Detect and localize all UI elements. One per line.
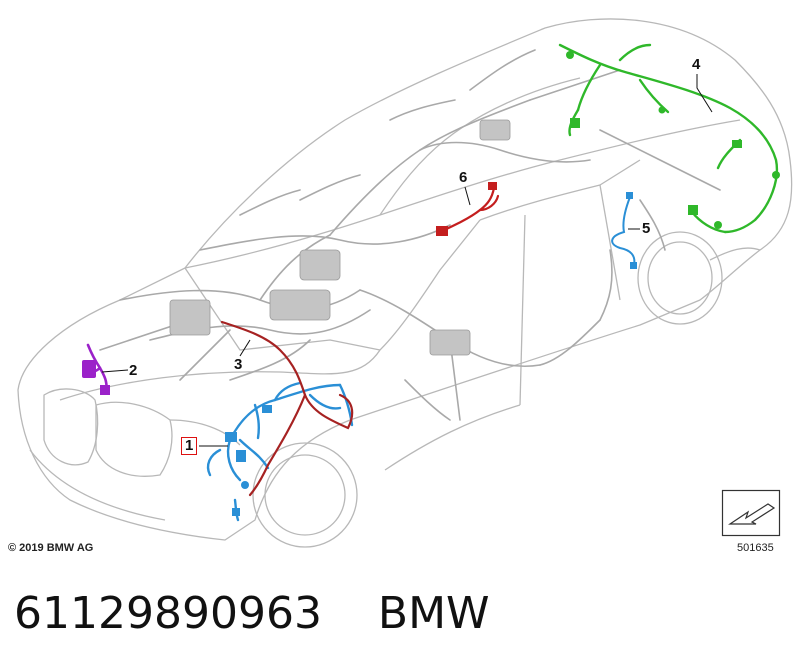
- front-wheel: [252, 442, 358, 548]
- grey-harness-network: [99, 49, 721, 421]
- harness-5-connectors: [626, 192, 637, 269]
- harness-4-green: [558, 43, 779, 234]
- harness-5-rear-blue: [611, 196, 636, 266]
- rear-wheel: [637, 231, 723, 325]
- brand-name: BMW: [377, 588, 490, 639]
- harness-3-dark-red: [220, 320, 354, 497]
- callout-5: 5: [642, 220, 651, 237]
- harness-6-connectors: [436, 182, 497, 236]
- harness-2-connectors: [82, 360, 110, 395]
- part-number: 61129890963: [14, 588, 322, 639]
- wiring-harness-diagram: [17, 18, 793, 548]
- callout-1: 1: [181, 437, 198, 455]
- diagram-reference-number: 501635: [737, 542, 774, 554]
- grey-harness-clusters: [169, 119, 511, 356]
- callout-2: 2: [129, 362, 138, 379]
- part-caption: 61129890963 BMW: [14, 588, 490, 639]
- copyright-notice: © 2019 BMW AG: [8, 542, 94, 554]
- harness-4-connectors: [566, 51, 780, 229]
- harness-1-front-blue: [206, 381, 354, 522]
- callout-3: 3: [234, 356, 243, 373]
- view-arrow-icon: [721, 489, 781, 537]
- callout-4: 4: [692, 56, 701, 73]
- callout-6: 6: [459, 169, 468, 186]
- callout-leader-lines: [101, 74, 713, 447]
- harness-6-red: [438, 186, 500, 234]
- car-body-outline: [17, 18, 793, 541]
- harness-1-connectors: [225, 405, 272, 516]
